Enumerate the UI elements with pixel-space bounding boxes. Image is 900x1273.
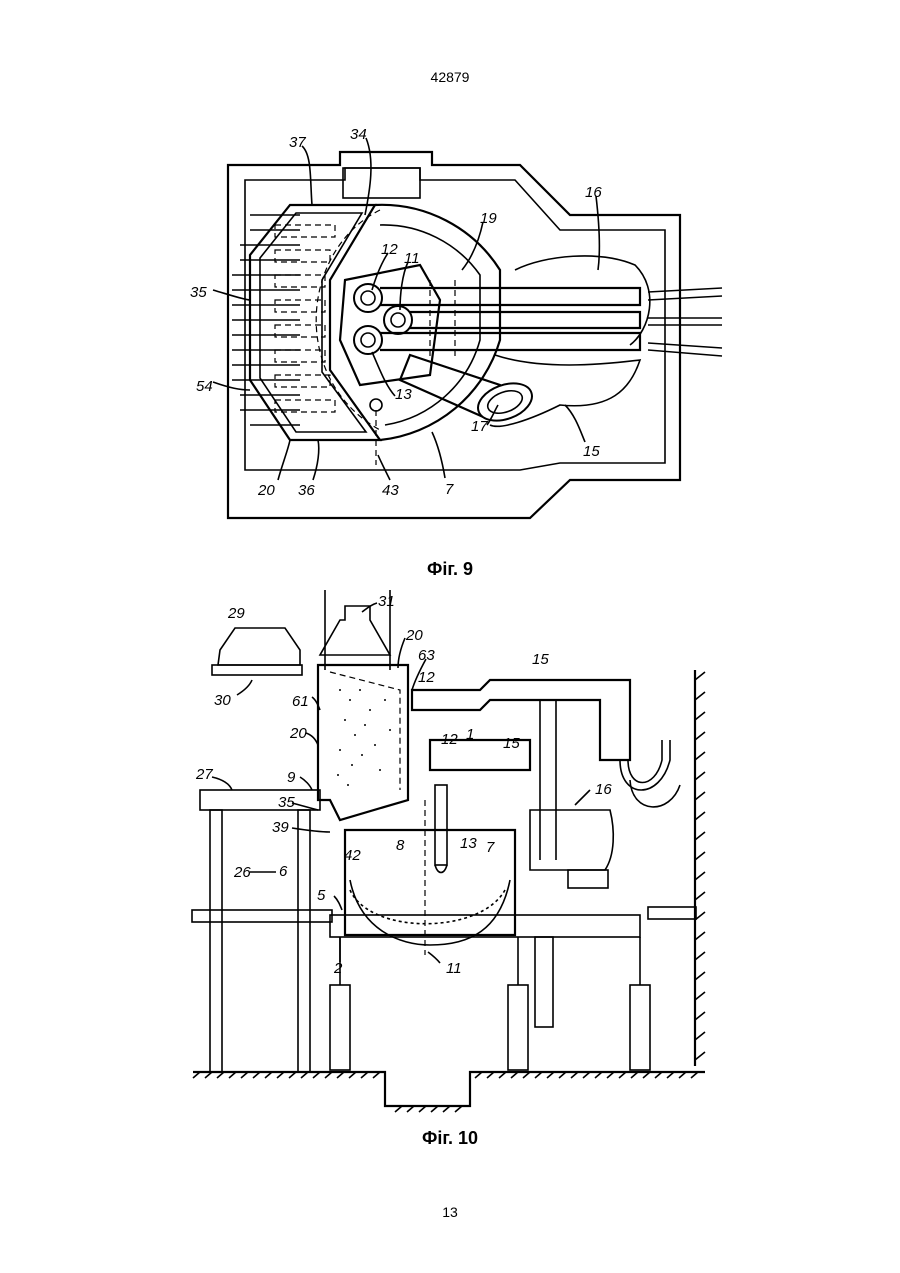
label: 37 (289, 134, 306, 151)
electrode-arm-upper (412, 680, 630, 760)
label: 42 (344, 847, 361, 864)
label: 15 (583, 443, 600, 460)
figure-9-caption: Фіг. 9 (0, 559, 900, 580)
label: 20 (257, 482, 275, 499)
label: 27 (195, 766, 213, 783)
marker-43 (370, 399, 382, 411)
label: 30 (214, 692, 231, 709)
transformer-16 (515, 256, 650, 345)
label: 36 (298, 482, 315, 499)
label: 19 (480, 210, 497, 227)
platform-27 (200, 790, 320, 810)
label: 12 (418, 669, 435, 686)
fig10-labels: 29 31 20 63 12 15 30 61 12 1 15 20 27 9 … (195, 593, 612, 977)
ground-line (193, 1072, 705, 1112)
leg-26-left (210, 810, 222, 1072)
label: 9 (287, 769, 296, 786)
electrode-arms (380, 280, 640, 360)
label: 35 (278, 794, 295, 811)
electrode (435, 785, 447, 865)
label: 20 (405, 627, 423, 644)
transformer-16 (530, 810, 613, 870)
hydraulic-jacks (330, 937, 650, 1070)
label: 15 (503, 735, 520, 752)
skip-29 (218, 628, 300, 665)
rack-fingers (232, 215, 300, 425)
hopper-31 (320, 606, 390, 655)
label: 11 (446, 960, 462, 977)
label: 35 (190, 284, 207, 301)
label: 16 (595, 781, 612, 798)
label: 5 (317, 887, 326, 904)
leg-26-right (298, 810, 310, 1072)
label: 7 (445, 481, 454, 498)
label: 13 (460, 835, 477, 852)
electrode-13 (354, 326, 382, 354)
label: 2 (333, 960, 343, 977)
label: 20 (289, 725, 307, 742)
label: 7 (486, 839, 495, 856)
figure-9-drawing: 37 34 16 19 12 11 35 54 13 17 15 20 36 4… (0, 0, 900, 560)
figure-10-drawing: 29 31 20 63 12 15 30 61 12 1 15 20 27 9 … (0, 580, 900, 1140)
page-number: 13 (0, 1204, 900, 1220)
rail-30 (212, 665, 302, 675)
label: 29 (227, 605, 245, 622)
label: 39 (272, 819, 289, 836)
label: 34 (350, 126, 367, 143)
label: 43 (382, 482, 399, 499)
dashed-slats (275, 225, 335, 412)
label: 13 (395, 386, 412, 403)
right-wall (695, 670, 705, 1066)
label: 63 (418, 647, 435, 664)
electrode-11 (384, 306, 412, 334)
charge-dots (337, 689, 391, 786)
label: 1 (466, 726, 474, 743)
label: 31 (378, 593, 395, 610)
label: 16 (585, 184, 602, 201)
label: 12 (441, 731, 458, 748)
top-duct (343, 168, 420, 198)
label: 8 (396, 837, 405, 854)
label: 12 (381, 241, 398, 258)
label: 11 (404, 250, 420, 267)
label: 6 (279, 863, 288, 880)
preheater-shaft (318, 665, 408, 820)
label: 26 (233, 864, 251, 881)
figure-10-caption: Фіг. 10 (0, 1128, 900, 1149)
label: 15 (532, 651, 549, 668)
label: 61 (292, 693, 309, 710)
electrode-12 (354, 284, 382, 312)
cables (648, 288, 722, 356)
label: 17 (471, 418, 488, 435)
shaft-frame (250, 205, 380, 440)
label: 54 (196, 378, 213, 395)
